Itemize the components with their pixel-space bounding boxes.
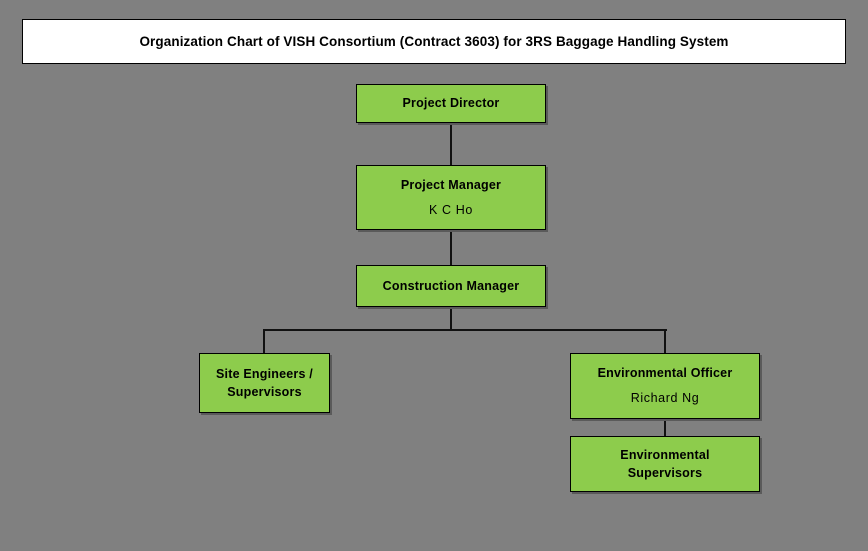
connector-construction-manager-stem (450, 307, 452, 331)
connector-project-director-to-project-manager (450, 123, 452, 165)
org-node-project-manager[interactable]: Project Manager K C Ho (356, 165, 546, 230)
org-node-title-line-1: Environmental (620, 447, 710, 462)
connector-to-site-engineers (263, 329, 265, 353)
org-node-title: Project Director (402, 96, 500, 111)
org-node-title: Project Manager (400, 177, 502, 192)
connector-project-manager-to-construction-manager (450, 230, 452, 265)
org-node-person-name: Richard Ng (630, 391, 700, 405)
org-node-person-name: K C Ho (429, 202, 473, 217)
connector-to-environmental-officer (664, 329, 666, 353)
org-node-title-line-2: Supervisors (227, 385, 302, 399)
org-node-title-line-2: Supervisors (627, 466, 703, 480)
org-node-construction-manager[interactable]: Construction Manager (356, 265, 546, 307)
chart-title-banner: Organization Chart of VISH Consortium (C… (22, 19, 846, 64)
org-node-environmental-supervisors[interactable]: Environmental Supervisors (570, 436, 760, 492)
org-node-title: Environmental Officer (597, 366, 733, 381)
connector-environmental-officer-to-supervisors (664, 419, 666, 436)
connector-horizontal-split-bar (263, 329, 667, 331)
org-node-site-engineers-supervisors[interactable]: Site Engineers / Supervisors (199, 353, 330, 413)
page-title: Organization Chart of VISH Consortium (C… (139, 34, 729, 49)
org-node-project-director[interactable]: Project Director (356, 84, 546, 123)
org-node-environmental-officer[interactable]: Environmental Officer Richard Ng (570, 353, 760, 419)
org-node-title: Construction Manager (382, 278, 520, 293)
org-node-title-line-1: Site Engineers / (216, 366, 313, 381)
